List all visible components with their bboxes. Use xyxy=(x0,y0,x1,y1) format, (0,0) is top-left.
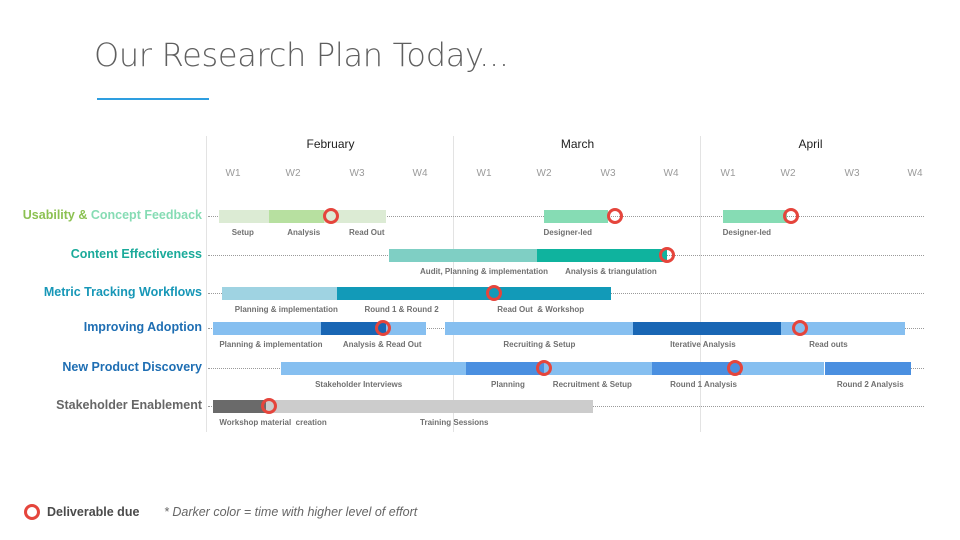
segment-label: Workshop material creation xyxy=(219,418,327,427)
timeline-segment xyxy=(336,287,612,300)
segment-label: Training Sessions xyxy=(420,418,489,427)
timeline-segment xyxy=(444,322,634,335)
title-underline xyxy=(97,98,209,100)
week-header: W3 xyxy=(349,168,365,179)
timeline-segment xyxy=(265,400,593,413)
timeline-segment xyxy=(389,249,538,262)
legend-deliverable-label: Deliverable due xyxy=(47,505,140,519)
week-header: W2 xyxy=(285,168,301,179)
week-header: W4 xyxy=(412,168,428,179)
segment-label: Planning & implementation xyxy=(234,305,338,314)
row-label-part: Metric Tracking Workflows xyxy=(43,285,202,299)
month-separator xyxy=(700,136,701,432)
row-label-part: Usability & xyxy=(22,208,91,222)
row-label-part: Improving Adoption xyxy=(83,320,202,334)
row-label-part: Concept Feedback xyxy=(90,208,202,222)
timeline-segment xyxy=(213,322,322,335)
segment-label: Planning xyxy=(491,380,525,389)
week-header: W3 xyxy=(600,168,616,179)
segment-label: Stakeholder Interviews xyxy=(315,380,403,389)
week-header: W2 xyxy=(780,168,796,179)
week-header: W3 xyxy=(844,168,860,179)
segment-label: Recruitment & Setup xyxy=(552,380,632,389)
row-label: Usability & Concept Feedback xyxy=(23,208,202,222)
deliverable-marker xyxy=(726,360,743,376)
timeline-segment xyxy=(781,322,905,335)
segment-label: Read Out & Workshop xyxy=(497,305,585,314)
deliverable-marker xyxy=(791,320,808,336)
row-label: Content Effectiveness xyxy=(71,247,202,261)
row-label: Improving Adoption xyxy=(84,320,202,334)
row-label: Stakeholder Enablement xyxy=(56,398,202,412)
timeline-segment xyxy=(651,362,742,375)
deliverable-marker xyxy=(322,208,339,224)
segment-label: Round 1 Analysis xyxy=(670,380,737,389)
timeline-segment xyxy=(537,249,668,262)
deliverable-marker xyxy=(782,208,799,224)
deliverable-marker xyxy=(659,247,676,263)
timeline-segment xyxy=(633,322,782,335)
timeline-segment xyxy=(213,400,266,413)
row-label-part: New Product Discovery xyxy=(62,360,202,374)
week-header: W1 xyxy=(476,168,492,179)
row-label-part: Content Effectiveness xyxy=(70,247,202,261)
month-header: March xyxy=(560,137,595,151)
timeline-segment xyxy=(722,210,788,223)
week-header: W4 xyxy=(663,168,679,179)
row-label-part: Stakeholder Enablement xyxy=(56,398,202,412)
timeline-segment xyxy=(543,210,609,223)
month-header: April xyxy=(798,137,823,151)
timeline-segment xyxy=(824,362,911,375)
timeline-segment xyxy=(268,210,325,223)
week-header: W2 xyxy=(536,168,552,179)
timeline-segment xyxy=(281,362,467,375)
segment-label: Setup xyxy=(231,228,254,237)
segment-label: Designer-led xyxy=(543,228,592,237)
month-separator xyxy=(453,136,454,432)
timeline-segment xyxy=(324,210,387,223)
segment-label: Round 1 & Round 2 xyxy=(364,305,439,314)
segment-label: Read outs xyxy=(809,340,848,349)
slide-title: Our Research Plan Today... xyxy=(94,36,509,74)
week-header: W4 xyxy=(907,168,923,179)
segment-label: Analysis xyxy=(287,228,321,237)
legend-effort-note: * Darker color = time with higher level … xyxy=(164,505,418,519)
segment-label: Iterative Analysis xyxy=(670,340,736,349)
timeline-segment xyxy=(741,362,825,375)
timeline-segment xyxy=(543,362,652,375)
week-header: W1 xyxy=(720,168,736,179)
week-header: W1 xyxy=(225,168,241,179)
timeline-segment xyxy=(219,210,269,223)
timeline-segment xyxy=(222,287,337,300)
deliverable-marker xyxy=(260,398,277,414)
deliverable-marker xyxy=(374,320,391,336)
timeline-segment xyxy=(386,322,427,335)
segment-label: Analysis & Read Out xyxy=(342,340,422,349)
segment-label: Analysis & triangulation xyxy=(565,267,657,276)
deliverable-marker xyxy=(606,208,623,224)
row-label: Metric Tracking Workflows xyxy=(44,285,202,299)
deliverable-marker xyxy=(535,360,552,376)
month-separator xyxy=(206,136,207,432)
row-label: New Product Discovery xyxy=(62,360,202,374)
segment-label: Round 2 Analysis xyxy=(836,380,904,389)
segment-label: Recruiting & Setup xyxy=(503,340,576,349)
segment-label: Read Out xyxy=(349,228,385,237)
segment-label: Audit, Planning & implementation xyxy=(420,267,549,276)
segment-label: Designer-led xyxy=(722,228,772,237)
legend-deliverable-marker xyxy=(24,504,40,520)
month-header: February xyxy=(306,137,355,151)
deliverable-marker xyxy=(486,285,503,301)
timeline-segment xyxy=(321,322,387,335)
segment-label: Planning & implementation xyxy=(219,340,323,349)
timeline-segment xyxy=(466,362,544,375)
